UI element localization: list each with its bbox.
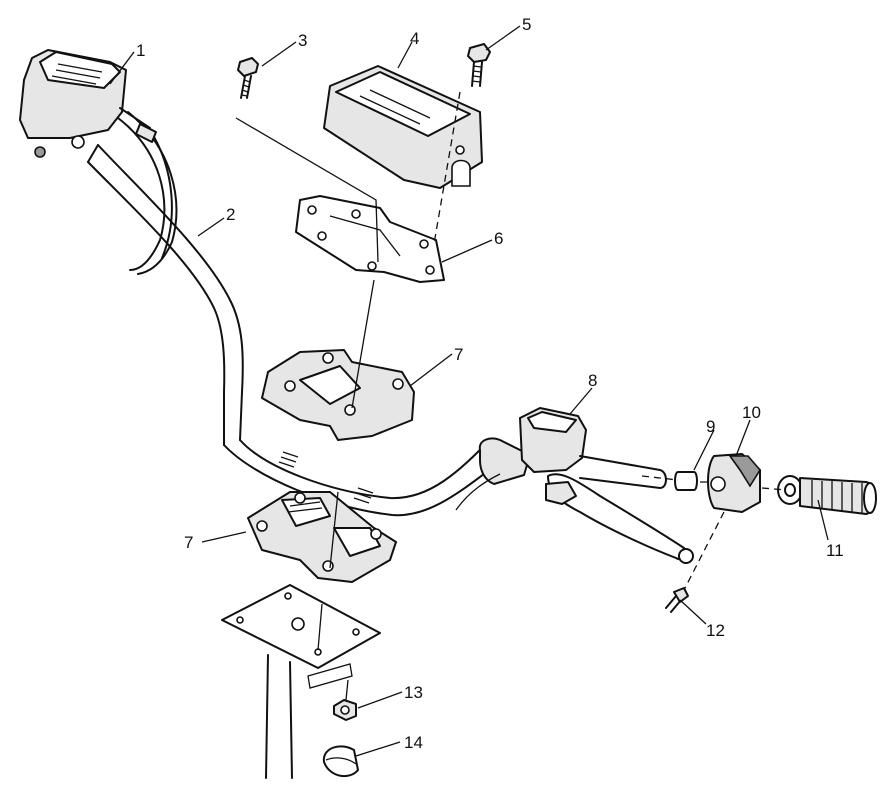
lower-clamp [247, 491, 397, 583]
clip-14 [322, 745, 359, 778]
thumb-throttle-10 [707, 453, 761, 513]
callout-7-lower: 7 [184, 533, 193, 552]
assembly-lines [235, 91, 787, 701]
bracket-plate [295, 195, 445, 283]
screw-12 [665, 587, 689, 613]
callout-11: 11 [826, 541, 844, 560]
callout-4: 4 [410, 29, 419, 48]
callout-14: 14 [404, 733, 423, 752]
handlebar [87, 144, 501, 517]
callout-3: 3 [298, 31, 307, 50]
nut-13 [333, 699, 357, 721]
bolt-5 [467, 43, 491, 87]
leader-lines [109, 25, 829, 757]
callout-numbers: 1 2 3 4 5 6 7 7 8 9 10 11 12 13 14 [136, 15, 844, 752]
throttle-housing [19, 49, 178, 275]
callout-13: 13 [404, 683, 423, 702]
callout-8: 8 [588, 371, 597, 390]
callout-5: 5 [522, 15, 531, 34]
bolt-3 [237, 57, 259, 99]
callout-1: 1 [136, 41, 145, 60]
callout-10: 10 [742, 403, 761, 422]
clamp-cover [323, 65, 483, 189]
hand-grip-11 [777, 475, 877, 515]
callout-7-upper: 7 [454, 345, 463, 364]
spacer-9 [674, 471, 698, 491]
upper-clamp [261, 349, 415, 441]
callout-9: 9 [706, 417, 715, 436]
steering-post [221, 584, 381, 779]
callout-12: 12 [706, 621, 725, 640]
brake-master-cylinder [455, 407, 694, 564]
callout-2: 2 [226, 205, 235, 224]
callout-6: 6 [494, 229, 503, 248]
